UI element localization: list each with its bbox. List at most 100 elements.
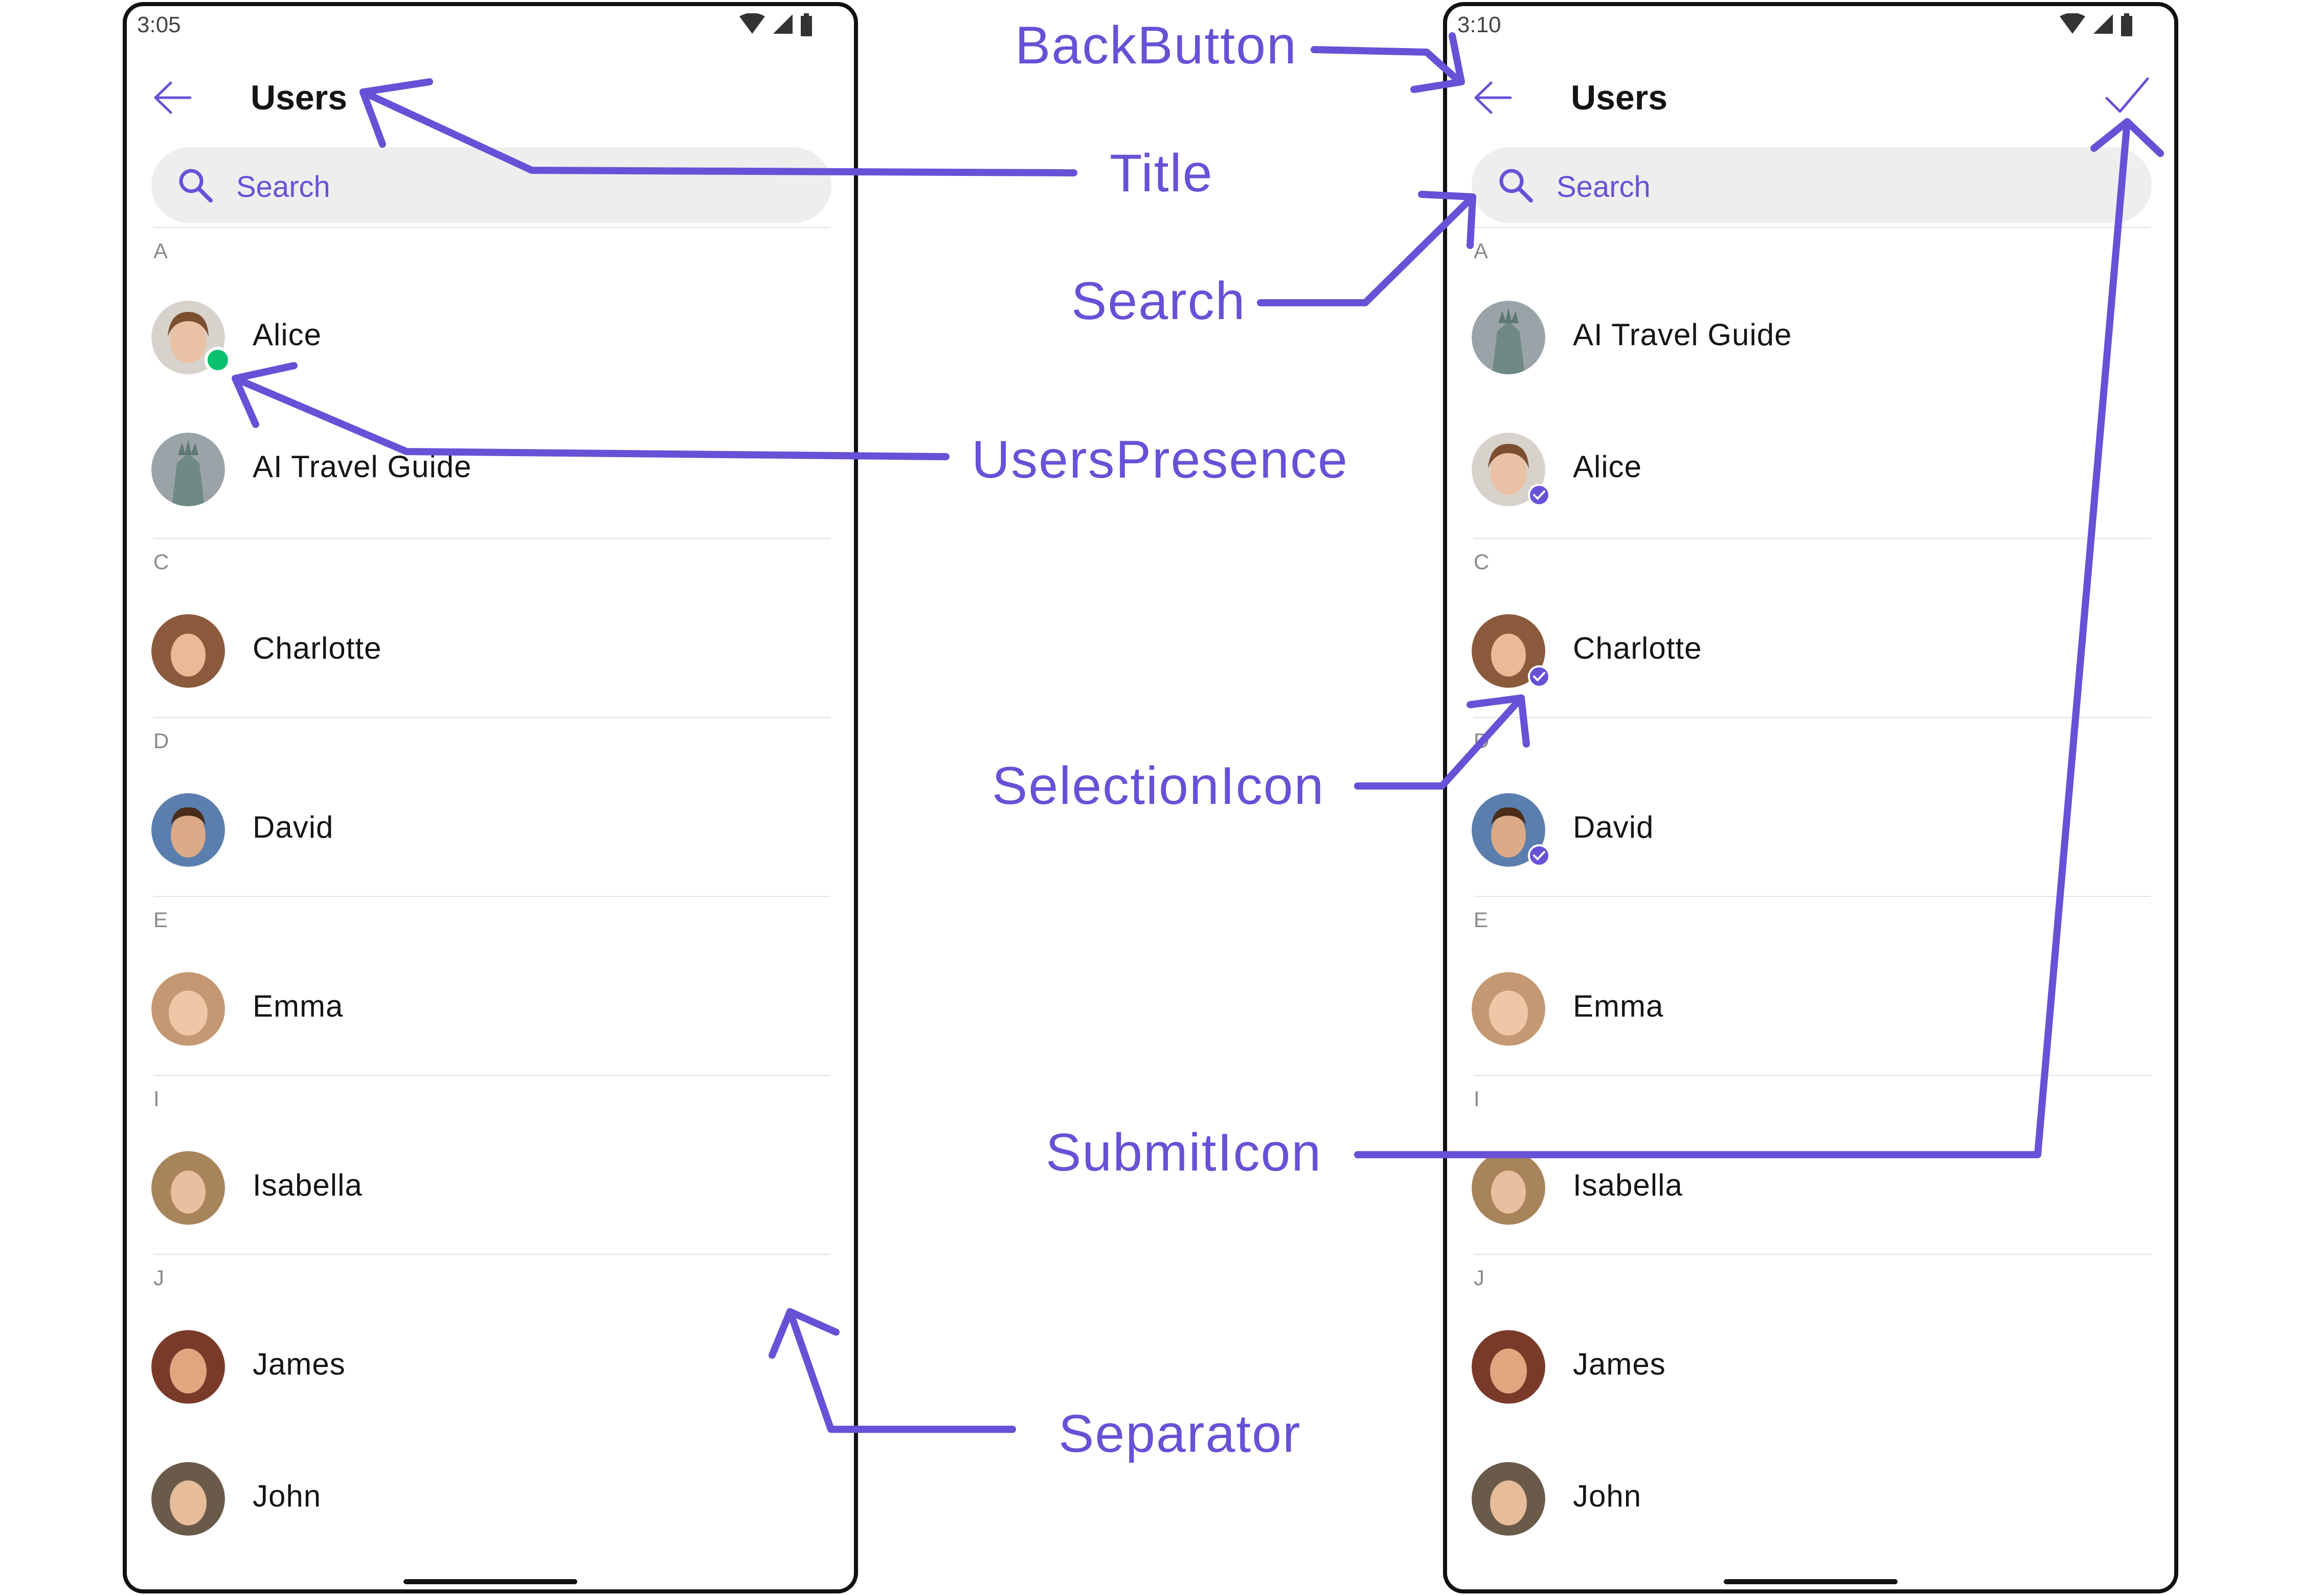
avatar-image (151, 793, 225, 867)
avatar-image (151, 1330, 225, 1404)
battery-icon (2121, 13, 2132, 36)
user-name: Emma (253, 989, 344, 1023)
user-name: Isabella (1573, 1168, 1683, 1202)
user-name: Isabella (253, 1168, 363, 1202)
separator (153, 717, 830, 718)
list-item-david[interactable]: David (1447, 764, 2174, 896)
separator (153, 1075, 830, 1076)
arrow-search (1257, 193, 1476, 306)
avatar (151, 301, 231, 374)
list-item-alice[interactable]: Alice (1447, 401, 2174, 538)
callout-separator: Separator (1058, 1404, 1301, 1464)
separator (153, 227, 830, 228)
status-bar: 3:10 (1447, 6, 2174, 47)
list-item-james[interactable]: James (1447, 1301, 2174, 1433)
page-title: Users (251, 78, 348, 117)
list-item-james[interactable]: James (127, 1301, 854, 1433)
section-header: C (1474, 550, 1490, 574)
user-name: Charlotte (253, 631, 382, 665)
list-item-ai-travel-guide[interactable]: AI Travel Guide (127, 401, 854, 538)
avatar-image (1472, 1151, 1545, 1225)
user-name: Alice (253, 318, 322, 352)
separator (153, 1254, 830, 1255)
list-item-david[interactable]: David (127, 764, 854, 896)
selection-check-icon (1528, 484, 1550, 506)
avatar (1472, 1462, 1545, 1536)
callout-title: Title (1110, 144, 1213, 203)
user-list: A AI Travel Guide Alice C (1447, 227, 2174, 1569)
avatar-image (1472, 972, 1545, 1046)
search-input[interactable] (1555, 166, 2018, 208)
user-name: David (253, 810, 334, 844)
avatar (1472, 433, 1550, 506)
avatar (1472, 793, 1550, 867)
avatar (151, 1462, 225, 1536)
section-header: E (153, 908, 168, 932)
callout-selection-icon: SelectionIcon (992, 756, 1325, 816)
section-header: A (1474, 239, 1489, 263)
search-icon (1499, 169, 1533, 203)
user-name: John (253, 1479, 322, 1513)
user-name: James (253, 1347, 346, 1381)
user-name: Alice (1573, 449, 1642, 484)
list-item-emma[interactable]: Emma (1447, 943, 2174, 1075)
avatar-image (151, 433, 225, 506)
home-indicator (403, 1579, 577, 1584)
list-item-isabella[interactable]: Isabella (127, 1122, 854, 1254)
back-arrow-icon[interactable] (1473, 80, 1514, 116)
avatar (1472, 972, 1545, 1046)
list-item-john[interactable]: John (127, 1433, 854, 1565)
user-name: Charlotte (1573, 631, 1702, 665)
search-bar[interactable] (1472, 147, 2152, 223)
list-item-charlotte[interactable]: Charlotte (1447, 585, 2174, 717)
avatar-image (151, 1462, 225, 1536)
avatar (1472, 1330, 1545, 1404)
user-list: A Alice AI Travel Guide C (127, 227, 854, 1569)
status-time: 3:10 (1457, 12, 1501, 37)
battery-icon (801, 13, 812, 36)
callout-back-button: BackButton (1015, 16, 1297, 75)
status-icons (739, 13, 813, 37)
separator (153, 538, 830, 539)
list-item-emma[interactable]: Emma (127, 943, 854, 1075)
checkmark-icon[interactable] (2104, 72, 2150, 118)
right-phone-screen: 3:10 Users A AI Tr (1443, 2, 2178, 1593)
status-icons (2060, 13, 2133, 37)
signal-icon (2093, 14, 2113, 34)
section-header: D (153, 729, 169, 753)
list-item-ai-travel-guide[interactable]: AI Travel Guide (1447, 274, 2174, 401)
left-phone-screen: 3:05 Users A Alice (123, 2, 858, 1593)
section-header: J (1474, 1266, 1484, 1290)
avatar (1472, 1151, 1545, 1225)
avatar (1472, 614, 1550, 688)
search-input[interactable] (235, 166, 697, 208)
section-header: J (153, 1266, 164, 1290)
user-name: James (1573, 1347, 1666, 1381)
signal-icon (773, 14, 793, 34)
avatar-image (151, 1151, 225, 1225)
list-item-alice[interactable]: Alice (127, 274, 854, 401)
section-header: C (153, 550, 169, 574)
callout-submit-icon: SubmitIcon (1046, 1123, 1322, 1182)
user-name: Emma (1573, 989, 1664, 1023)
avatar (151, 793, 225, 867)
avatar (1472, 301, 1545, 374)
list-item-charlotte[interactable]: Charlotte (127, 585, 854, 717)
section-header: A (153, 239, 168, 263)
avatar-image (151, 614, 225, 688)
user-name: David (1573, 810, 1654, 844)
home-indicator (1724, 1579, 1898, 1584)
avatar-image (1472, 301, 1545, 374)
wifi-icon (739, 13, 765, 34)
section-header: E (1474, 908, 1489, 932)
avatar (151, 1330, 225, 1404)
avatar (151, 433, 225, 506)
app-header: Users (1447, 68, 2174, 129)
back-arrow-icon[interactable] (152, 80, 193, 116)
list-item-isabella[interactable]: Isabella (1447, 1122, 2174, 1254)
user-name: AI Travel Guide (1573, 318, 1792, 352)
user-name: John (1573, 1479, 1642, 1513)
list-item-john[interactable]: John (1447, 1433, 2174, 1565)
avatar (151, 614, 225, 688)
search-bar[interactable] (151, 147, 831, 223)
